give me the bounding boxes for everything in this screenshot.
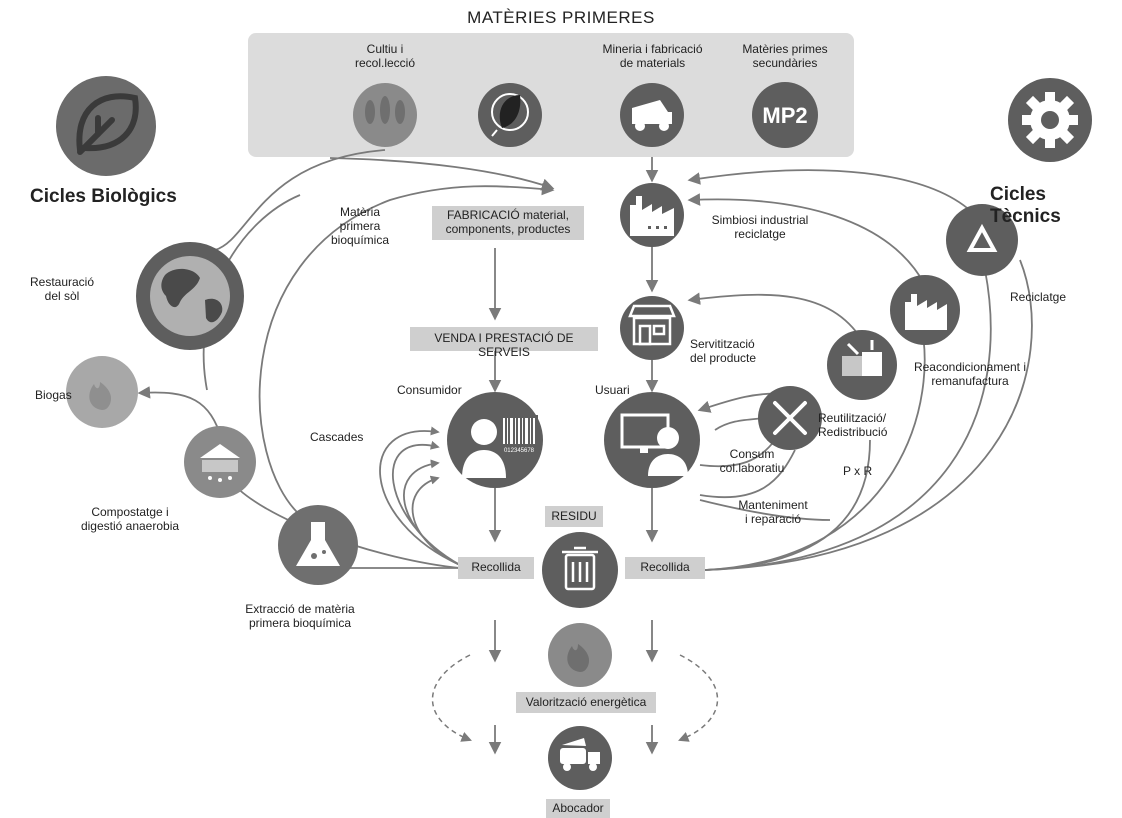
biochemical-raw-label: Matèria primera bioquímica [330, 205, 390, 247]
factory-icon [630, 196, 674, 236]
mp2-text: MP2 [762, 103, 807, 128]
technical-cycles-title: Cicles Tècnics [990, 184, 1061, 227]
shop-icon [628, 304, 676, 346]
consumer-person-icon [462, 419, 506, 478]
pxr-label: P x R [843, 464, 873, 478]
trash-icon [562, 546, 598, 591]
biogas-label: Biogas [35, 388, 72, 402]
grain-icon [365, 96, 405, 124]
flask-icon [296, 522, 340, 566]
waste-box: RESIDU [545, 506, 603, 527]
dump-truck-icon [632, 100, 672, 131]
barcode-icon [500, 415, 538, 455]
industrial-symbiosis-label: Simbiosi industrial reciclatge [711, 213, 809, 241]
compost-icon [200, 444, 240, 482]
mp2-circle [752, 82, 818, 148]
biogas-flame-icon [89, 382, 112, 410]
servitization-label: Servitització del producte [690, 337, 757, 365]
user-label: Usuari [595, 383, 630, 397]
secondary-materials-label: Matèries primes secundàries [742, 42, 828, 70]
extraction-label: Extracció de matèria primera bioquímica [245, 602, 355, 630]
leaf-icon [76, 93, 139, 155]
consumer-label: Consumidor [397, 383, 462, 397]
energy-recovery-box: Valorització energètica [516, 692, 656, 713]
maintenance-label: Manteniment i reparació [738, 498, 808, 526]
raw-materials-title: MATÈRIES PRIMERES [467, 8, 655, 27]
globe-icon [150, 256, 230, 336]
landfill-box: Abocador [546, 799, 610, 818]
sales-box: VENDA I PRESTACIÓ DE SERVEIS [410, 327, 598, 359]
composting-label: Compostatge i digestió anaerobia [80, 505, 180, 533]
flame-icon [567, 644, 590, 672]
dashed-connectors [431, 654, 719, 742]
computer-user-icon [620, 413, 688, 476]
leaf-plug-icon [491, 93, 529, 137]
cultivation-label: Cultiu i recol.lecció [354, 42, 416, 70]
recycling-circle [946, 204, 1018, 276]
gear-icon [1022, 92, 1078, 148]
remanufacture-label: Reacondicionament i remanufactura [913, 360, 1027, 388]
mixer-truck-icon [560, 738, 600, 771]
soil-restoration-label: Restauració del sòl [29, 275, 95, 303]
wrench-screwdriver-icon [773, 401, 807, 435]
manufacturing-box: FABRICACIÓ material, components, product… [432, 206, 584, 240]
remanufacture-factory-icon [905, 294, 947, 330]
collection-right-box: Recollida [625, 557, 705, 579]
collection-left-box: Recollida [458, 557, 534, 579]
recycle-icon [966, 223, 998, 252]
reuse-label: Reutilització/ Redistribució [818, 411, 888, 439]
collaborative-consumption-label: Consum col.laboratiu [719, 447, 785, 475]
biological-cycles-title: Cicles Biològics [30, 186, 177, 207]
recycling-label: Reciclatge [1010, 290, 1067, 304]
barcode-number: 012345678 [504, 448, 535, 454]
boxes-icon [842, 340, 882, 376]
cascades-label: Cascades [310, 430, 364, 444]
mining-label: Mineria i fabricació de materials [602, 42, 703, 70]
